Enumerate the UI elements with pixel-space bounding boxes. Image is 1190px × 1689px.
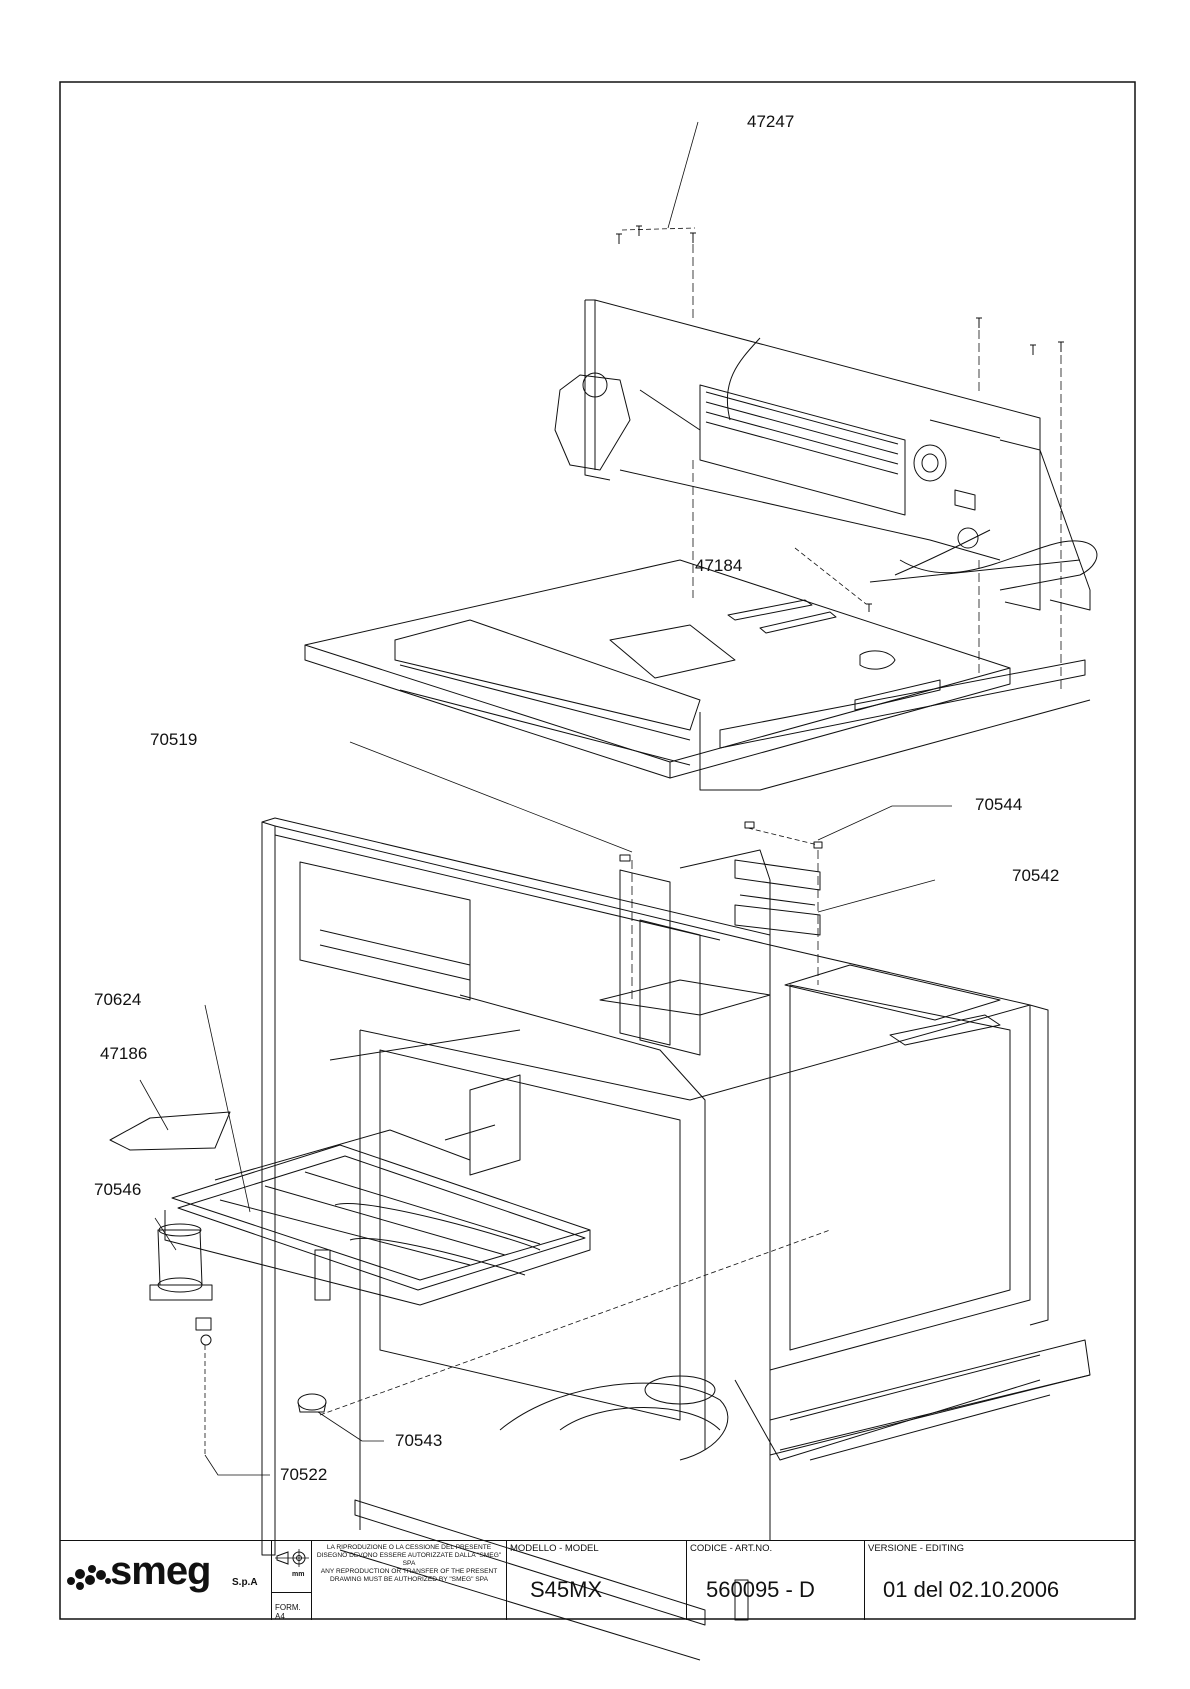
model-label: MODELLO - MODEL (510, 1543, 599, 1554)
part-70546-lamp-holder (149, 1223, 213, 1346)
form-label: FORM. A4 (275, 1603, 301, 1621)
title-block: smeg S.p.A mm FORM. A4 LA RIPRODUZIONE O… (60, 1540, 1135, 1621)
callout-47184: 47184 (695, 556, 743, 575)
top-plate (304, 559, 1091, 791)
code-value: 560095 - D (706, 1577, 815, 1602)
smeg-logo-mark (67, 1565, 111, 1590)
leader-70542 (817, 879, 936, 913)
logo-text: smeg (110, 1549, 211, 1593)
callout-70543: 70543 (395, 1431, 443, 1450)
screws-top (616, 225, 1064, 355)
callout-70542: 70542 (1012, 866, 1060, 885)
version-cell: VERSIONE - EDITING 01 del 02.10.2006 (865, 1541, 1135, 1620)
projection-unit: mm (292, 1571, 305, 1578)
callout-47247: 47247 (747, 112, 795, 131)
leader-70544 (817, 805, 952, 841)
projection-symbol-icon (275, 1549, 309, 1567)
leader-47247 (667, 121, 699, 229)
leader-70624 (204, 1004, 251, 1213)
drawing-frame (59, 81, 1136, 1620)
leader-47186 (139, 1079, 169, 1131)
code-cell: CODICE - ART.NO. 560095 - D (687, 1541, 865, 1620)
part-70543-hub (297, 1393, 327, 1413)
oven-rack (164, 1074, 591, 1306)
callout-70519: 70519 (150, 730, 198, 749)
callout-70522: 70522 (280, 1465, 328, 1484)
control-panel-assembly (554, 299, 1098, 611)
model-value: S45MX (530, 1577, 603, 1602)
leader-70546 (154, 1217, 177, 1251)
company-suffix: S.p.A (232, 1577, 258, 1588)
callout-70544: 70544 (975, 795, 1023, 814)
oven-cavity (261, 817, 1091, 1661)
callout-47186: 47186 (100, 1044, 148, 1063)
leader-70519 (349, 741, 633, 853)
notice-cell: LA RIPRODUZIONE O LA CESSIONE DEL PRESEN… (312, 1541, 507, 1620)
notice-italian: LA RIPRODUZIONE O LA CESSIONE DEL PRESEN… (316, 1544, 502, 1567)
callout-70546: 70546 (94, 1180, 142, 1199)
projection-cell: mm FORM. A4 (272, 1541, 312, 1621)
version-label: VERSIONE - EDITING (868, 1543, 965, 1554)
part-47186-plate (109, 1111, 231, 1151)
small-parts-clips (619, 821, 823, 936)
code-label: CODICE - ART.NO. (690, 1543, 773, 1554)
leader-70543 (317, 1411, 384, 1442)
version-value: 01 del 02.10.2006 (883, 1577, 1060, 1602)
notice-english: ANY REPRODUCTION OR TRANSFER OF THE PRES… (320, 1568, 498, 1583)
logo-cell: smeg S.p.A (60, 1541, 272, 1620)
leader-70522 (204, 1454, 270, 1476)
callout-70624: 70624 (94, 990, 142, 1009)
model-cell: MODELLO - MODEL S45MX (507, 1541, 687, 1620)
